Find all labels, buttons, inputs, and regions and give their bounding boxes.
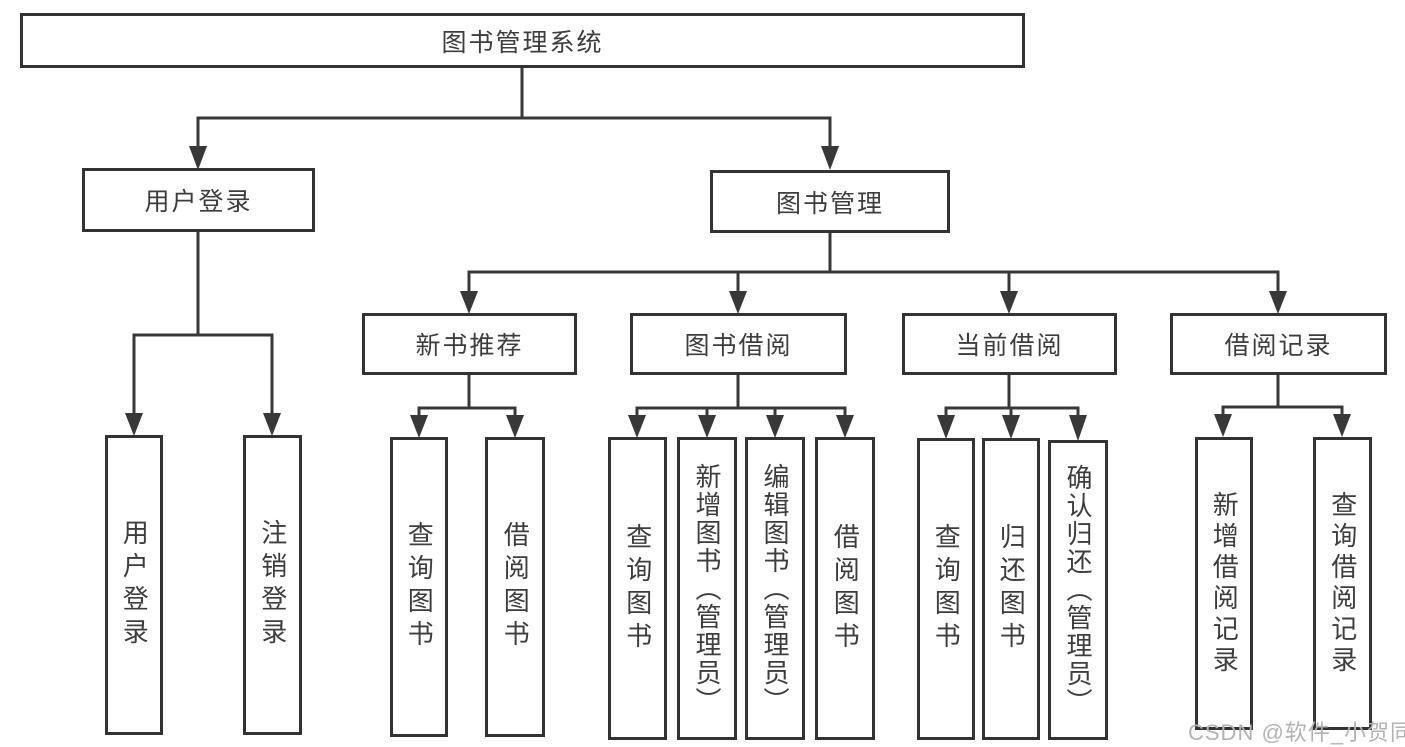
node-library-management-system: 图书管理系统 bbox=[20, 13, 1025, 68]
leaf-confirm-return-admin: 确认归还（管理员） bbox=[1048, 440, 1108, 740]
leaf-add-borrow-record: 新增借阅记录 bbox=[1195, 437, 1253, 730]
leaf-add-books-admin: 新增图书（管理员） bbox=[677, 437, 737, 740]
leaf-query-books-borrow: 查询图书 bbox=[608, 437, 667, 740]
node-current-borrowing: 当前借阅 bbox=[902, 313, 1117, 375]
node-user-login: 用户登录 bbox=[82, 168, 315, 232]
node-book-management: 图书管理 bbox=[710, 170, 950, 233]
leaf-query-books-recommend: 查询图书 bbox=[390, 437, 448, 737]
leaf-return-books: 归还图书 bbox=[982, 438, 1040, 740]
node-book-borrowing: 图书借阅 bbox=[630, 313, 847, 375]
node-borrow-records: 借阅记录 bbox=[1170, 313, 1387, 375]
leaf-user-login: 用户登录 bbox=[105, 435, 163, 735]
leaf-borrow-books: 借阅图书 bbox=[815, 437, 875, 740]
csdn-watermark: CSDN @软件_小贺同学 bbox=[1188, 720, 1405, 745]
leaf-query-borrow-record: 查询借阅记录 bbox=[1313, 437, 1372, 730]
node-new-book-recommendation: 新书推荐 bbox=[362, 313, 577, 375]
leaf-query-books-current: 查询图书 bbox=[917, 438, 975, 740]
leaf-logout: 注销登录 bbox=[243, 435, 302, 735]
leaf-borrow-books-recommend: 借阅图书 bbox=[485, 437, 545, 737]
leaf-edit-books-admin: 编辑图书（管理员） bbox=[745, 437, 805, 740]
